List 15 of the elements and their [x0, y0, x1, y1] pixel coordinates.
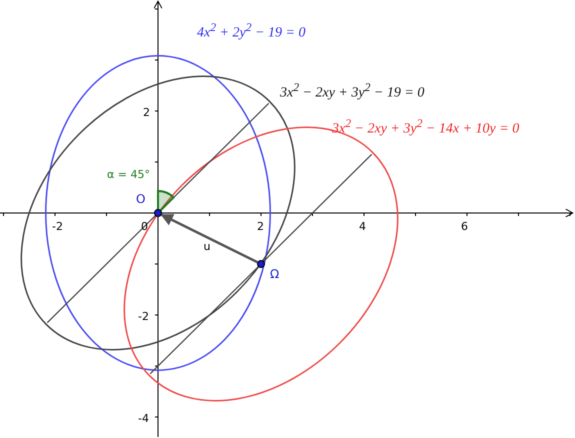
point-label: O	[136, 193, 146, 205]
tick-label: 4	[359, 221, 366, 232]
equation-label: 3x$^{2}$ − 2xy + 3y$^{2}$ − 19 = 0	[280, 82, 424, 101]
point-marker	[257, 260, 265, 268]
vector-arrow	[160, 214, 258, 264]
tick-label: 2	[257, 221, 264, 232]
tick-label: 6	[461, 221, 468, 232]
tick-label: 2	[143, 107, 150, 118]
angle-label: α = 45°	[107, 169, 150, 180]
point-marker	[154, 209, 162, 217]
tick-label: -2	[52, 221, 63, 232]
equation-label: 4x$^{2}$ + 2y$^{2}$ − 19 = 0	[197, 22, 306, 41]
tick-label: -4	[138, 413, 149, 424]
tick-label: -2	[138, 311, 149, 322]
point-label: Ω	[270, 268, 280, 280]
